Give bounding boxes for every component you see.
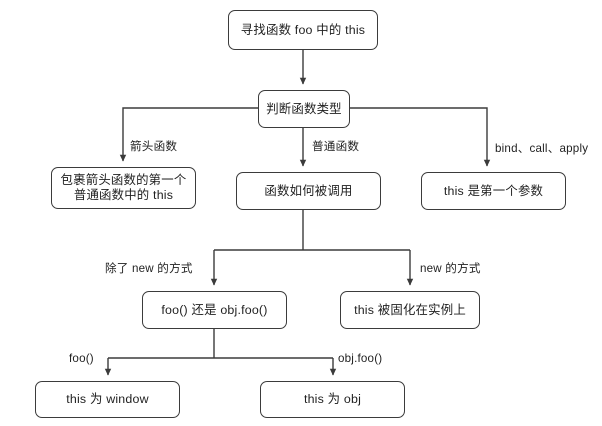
edge-label-new-way: new 的方式 [420, 262, 481, 275]
node-arrow-function-this[interactable]: 包裹箭头函数的第一个 普通函数中的 this [51, 167, 196, 209]
node-this-is-first-argument[interactable]: this 是第一个参数 [421, 172, 566, 210]
edge-judge-to-first-arg [350, 107, 491, 167]
edge-label-obj-foo-call: obj.foo() [338, 352, 383, 365]
node-foo-or-obj-foo[interactable]: foo() 还是 obj.foo() [142, 291, 287, 329]
edge-label-except-new: 除了 new 的方式 [105, 262, 193, 275]
edge-judge-to-arrow-fn [119, 107, 258, 162]
node-how-function-called[interactable]: 函数如何被调用 [236, 172, 381, 210]
edge-label-bind-call-apply: bind、call、apply [495, 142, 589, 155]
node-this-bound-to-instance[interactable]: this 被固化在实例上 [340, 291, 480, 329]
node-judge-function-type[interactable]: 判断函数类型 [258, 90, 350, 128]
node-this-is-window[interactable]: this 为 window [35, 381, 180, 418]
edge-label-arrow-function: 箭头函数 [130, 140, 178, 153]
edge-label-foo-call: foo() [69, 352, 94, 365]
node-this-is-obj[interactable]: this 为 obj [260, 381, 405, 418]
edge-label-normal-function: 普通函数 [312, 140, 360, 153]
node-start[interactable]: 寻找函数 foo 中的 this [228, 10, 378, 50]
